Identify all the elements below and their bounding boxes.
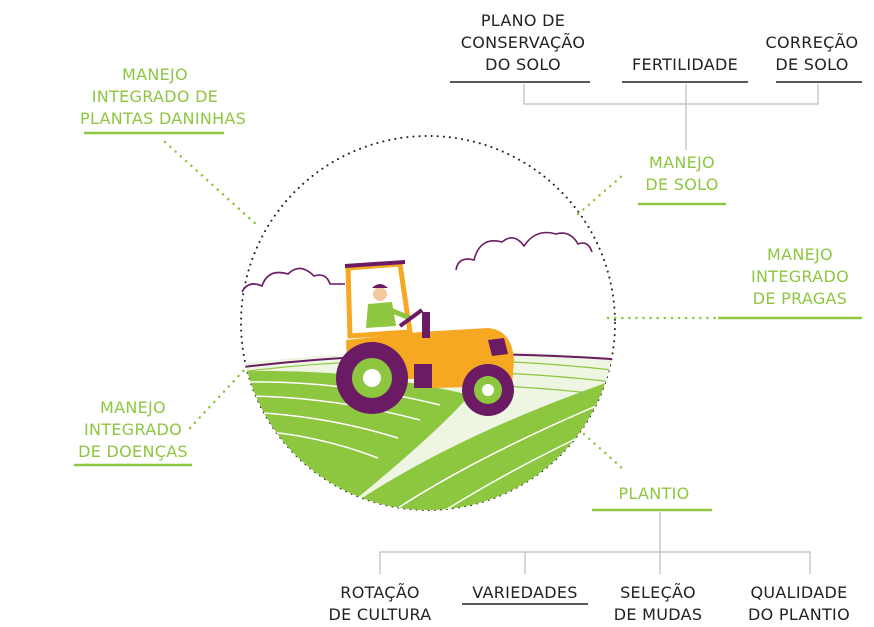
subitem-text: VARIEDADES [472,583,578,602]
topic-text: MANEJO [100,398,166,417]
connector-plantas-daninhas [163,140,260,228]
subitem-text: CORREÇÃO [765,33,859,52]
topic-text: INTEGRADO [84,420,182,439]
subitem-text: ROTAÇÃO [340,583,420,602]
topic-text: DE SOLO [645,175,719,194]
topic-text: PLANTIO [618,484,690,503]
subitem-rotacao-cultura: ROTAÇÃO DE CULTURA [326,582,434,626]
topic-text: INTEGRADO DE [91,87,219,106]
subitem-text: SELEÇÃO [620,583,696,602]
subitem-plano-conservacao: PLANO DE CONSERVAÇÃO DO SOLO [450,10,596,76]
subitem-text: PLANO DE [480,11,566,30]
subitem-underlines [450,81,862,605]
tractor-illustration [336,260,514,416]
topic-manejo-plantas-daninhas: MANEJO INTEGRADO DE PLANTAS DANINHAS [80,64,247,130]
topic-text: MANEJO [649,153,715,172]
topic-underlines [74,131,862,512]
subitem-text: FERTILIDADE [631,55,739,74]
topic-text: PLANTAS DANINHAS [80,109,247,128]
subitem-qualidade-plantio: QUALIDADE DO PLANTIO [734,582,864,626]
topic-text: MANEJO [767,245,833,264]
cloud-right [455,231,593,271]
topic-manejo-pragas: MANEJO INTEGRADO DE PRAGAS [736,244,864,310]
subitem-correcao-solo: CORREÇÃO DE SOLO [760,32,864,76]
connector-plantio [566,418,624,470]
tree-connectors [379,84,819,574]
subitem-fertilidade: FERTILIDADE [620,54,750,76]
topic-text: MANEJO [122,65,188,84]
topic-text: DE DOENÇAS [78,442,188,461]
topic-manejo-doencas: MANEJO INTEGRADO DE DOENÇAS [70,397,196,463]
subitem-text: CONSERVAÇÃO [460,33,586,52]
topic-text: DE PRAGAS [752,289,848,308]
subitem-text: DE MUDAS [613,605,703,624]
topic-manejo-solo: MANEJO DE SOLO [630,152,734,196]
topic-connectors [163,140,718,470]
cloud-left [241,267,345,293]
connector-doencas [188,366,248,430]
subitem-text: DE SOLO [775,55,849,74]
subitem-text: DE CULTURA [328,605,432,624]
topic-text: INTEGRADO [751,267,849,286]
subitem-text: DO SOLO [485,55,561,74]
subitem-variedades: VARIEDADES [460,582,590,604]
topic-plantio: PLANTIO [602,483,706,505]
subitem-selecao-mudas: SELEÇÃO DE MUDAS [606,582,710,626]
connector-solo [576,174,624,216]
subitem-text: DO PLANTIO [748,605,850,624]
subitem-text: QUALIDADE [750,583,848,602]
